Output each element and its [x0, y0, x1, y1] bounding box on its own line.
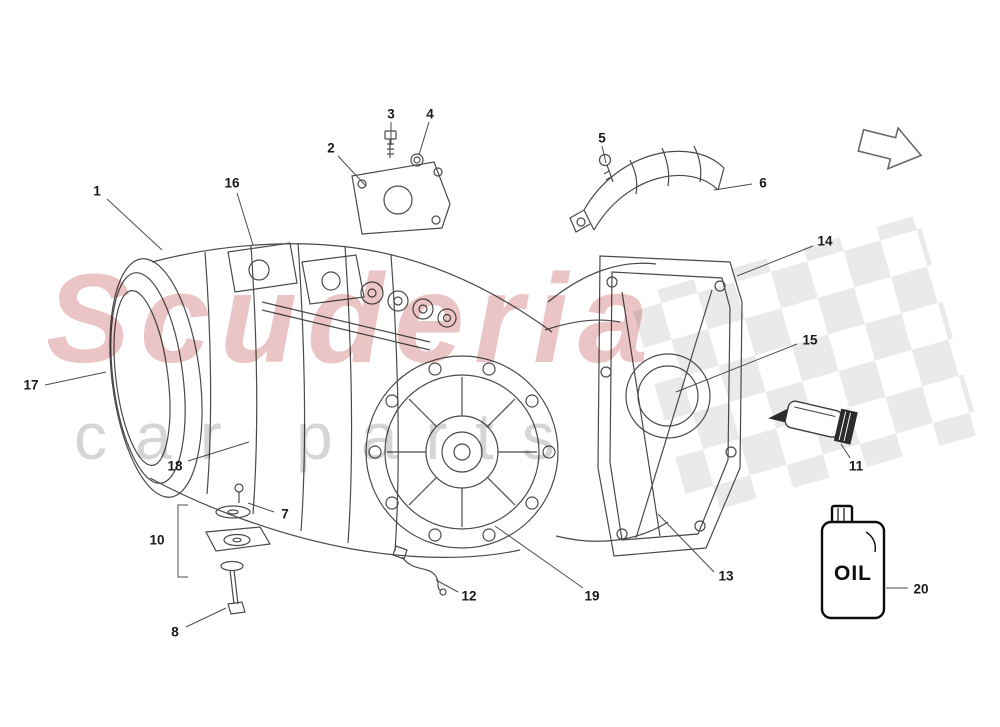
leader-10-bracket: [177, 504, 188, 578]
callout-12[interactable]: 12: [461, 588, 477, 604]
direction-arrow-icon: [857, 126, 923, 171]
callout-5[interactable]: 5: [598, 130, 606, 146]
callout-14[interactable]: 14: [817, 233, 833, 249]
gearbox-case-top: [151, 243, 553, 333]
leader-8: [185, 607, 227, 628]
leader-15: [675, 343, 798, 393]
callout-7[interactable]: 7: [281, 506, 289, 522]
oil-bottle: [820, 504, 886, 620]
bell-housing: [365, 355, 559, 549]
callout-19[interactable]: 19: [584, 588, 600, 604]
callout-4[interactable]: 4: [426, 106, 434, 122]
sealant-tube: [768, 400, 858, 445]
leader-11: [840, 443, 851, 459]
callout-18[interactable]: 18: [167, 458, 183, 474]
gearbox-assembly: [109, 242, 743, 558]
leader-1: [106, 198, 163, 251]
gearbox-top-actuators: [227, 242, 457, 351]
callout-20[interactable]: 20: [913, 581, 929, 597]
callout-1[interactable]: 1: [93, 183, 101, 199]
sensor-cable: [392, 545, 447, 596]
oil-bottle-label: OIL: [834, 562, 872, 585]
callout-15[interactable]: 15: [802, 332, 818, 348]
callout-11[interactable]: 11: [848, 458, 864, 474]
bolt-5: [598, 153, 614, 183]
callout-6[interactable]: 6: [759, 175, 767, 191]
gearbox-left-end: [109, 258, 203, 498]
leader-4: [418, 121, 430, 156]
leader-19: [494, 525, 584, 589]
nut-4: [410, 153, 424, 167]
callout-3[interactable]: 3: [387, 106, 395, 122]
adapter-plate: [544, 255, 743, 557]
leader-2: [337, 155, 367, 187]
callout-10[interactable]: 10: [149, 532, 165, 548]
leader-16: [236, 192, 254, 246]
leader-6: [713, 183, 753, 191]
callout-16[interactable]: 16: [224, 175, 240, 191]
leader-14: [736, 245, 814, 277]
leader-12: [435, 579, 459, 593]
leader-7: [247, 502, 275, 513]
bolt-3: [384, 130, 397, 158]
heat-shield: [569, 145, 725, 233]
callout-2[interactable]: 2: [327, 140, 335, 156]
leader-17: [44, 371, 107, 386]
mounting-bracket: [351, 130, 451, 235]
leader-18: [187, 441, 250, 462]
callout-8[interactable]: 8: [171, 624, 179, 640]
stud-bolt-8: [227, 569, 246, 615]
callout-13[interactable]: 13: [718, 568, 734, 584]
callout-17[interactable]: 17: [23, 377, 39, 393]
gearbox-case-ribs: [204, 242, 399, 552]
mount-assembly: [205, 483, 271, 615]
bolt-7: [234, 483, 244, 503]
callout-leader-lines: [44, 121, 908, 628]
leader-13: [657, 513, 715, 573]
gearbox-case-bottom: [149, 477, 521, 558]
